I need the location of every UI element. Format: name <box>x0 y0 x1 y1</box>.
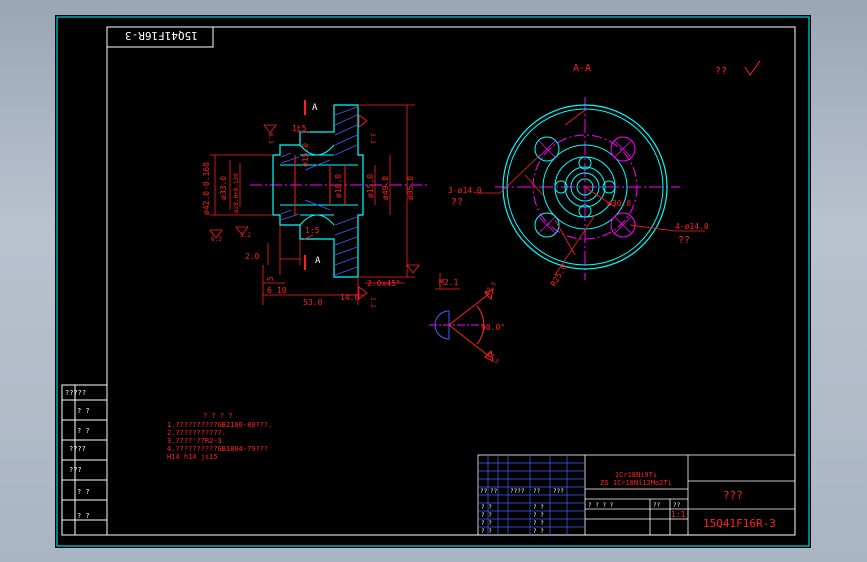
drawing-frame <box>106 26 796 536</box>
rough-12-5-a: 12.5 <box>483 280 498 296</box>
tb-header-1: ?? <box>490 488 498 495</box>
stamp-box: 15Q41F16R-3 <box>106 26 214 48</box>
tb-row-a-1: ? ? <box>481 512 492 519</box>
dim-len-5: 5 <box>266 276 275 281</box>
rough-3-2-a: 3.2 <box>369 133 376 144</box>
tb-row-a-2: ? ? <box>481 520 492 527</box>
dim-d15b: ø15.0 <box>366 174 375 198</box>
dim-angle: 90.0° <box>481 323 505 332</box>
tb-part-name: ??? <box>723 489 743 502</box>
rough-6-3-b: 6.3 <box>211 236 222 243</box>
tb-header-0: ?? <box>480 488 488 495</box>
tb-header-2: ???? <box>510 488 525 495</box>
tb-row-b-2: ? ? <box>533 520 544 527</box>
strip-cell-1: ? ? <box>77 407 90 415</box>
strip-cell-2: ? ? <box>77 427 90 435</box>
hatch-pattern <box>280 106 358 276</box>
strip-cell-6: ? ? <box>77 512 90 520</box>
dim-len-2: 2.0 <box>245 252 260 261</box>
dim-len-10: 10 <box>277 286 287 295</box>
qty-right: ?? <box>678 235 690 246</box>
thread-detail <box>435 273 460 290</box>
strip-cell-0: ????? <box>65 389 86 397</box>
dim-d15a: ø15.0 <box>301 143 310 167</box>
dim-thread: M2.1 <box>439 278 458 287</box>
note-line-3: 3.????'??R2-3 <box>167 437 222 445</box>
note-line-2: 2.???????????. <box>167 429 226 437</box>
roughness-general: ?? <box>715 66 727 77</box>
tb-header-4: ??? <box>553 488 564 495</box>
section-label: A-A <box>573 63 591 74</box>
dim-len-6: 6 <box>267 286 272 295</box>
dim-d18: ø18.0 <box>334 174 343 198</box>
tb-mid-1: ?? <box>653 502 661 509</box>
dimension-texts: A A 1:5 1:5 ø42.0-0.160 ø33.0 ø28.0+0.13… <box>202 103 415 308</box>
drawing-svg: 15Q41F16R-3 ????? ? ? ? ? ???? ??? ? ? ?… <box>56 16 810 547</box>
note-line-1: 1.??????????GB2100-80???. <box>167 421 272 429</box>
section-mark-bottom: A <box>315 256 321 266</box>
dim-radius: R25.0 <box>549 262 569 288</box>
tb-row-b-0: ? ? <box>533 504 544 511</box>
flange-outline <box>272 104 364 278</box>
roughness-symbols <box>209 114 420 300</box>
dim-len-14: 14.0 <box>340 293 359 302</box>
rough-12-5-b: 12.5 <box>485 350 500 366</box>
dim-taper-bottom: 1:5 <box>305 226 320 235</box>
dimension-lines <box>210 100 415 305</box>
angle-detail <box>429 288 494 362</box>
strip-cell-3: ???? <box>69 445 86 453</box>
tb-drawing-no: 15Q41F16R-3 <box>703 517 776 530</box>
tb-material-1: 1Cr18Ni9Ti <box>615 471 657 479</box>
tb-row-a-3: ? ? <box>481 528 492 535</box>
tb-scale: 1:1 <box>671 510 686 519</box>
section-view <box>250 104 430 278</box>
dim-d49: ø49.0 <box>381 176 390 200</box>
tb-row-a-0: ? ? <box>481 504 492 511</box>
dim-d28: ø28.0+0.130 <box>233 173 240 213</box>
tb-header-3: ?? <box>533 488 541 495</box>
dim-d33: ø33.0 <box>219 176 228 200</box>
dim-chamfer: 2.0x45° <box>367 279 401 288</box>
left-strip <box>61 384 108 536</box>
dim-holes-right: 4-ø14.0 <box>675 222 709 231</box>
rough-3-2-b: 3.2 <box>369 297 376 308</box>
qty-left: ?? <box>451 197 463 208</box>
dim-len-53: 53.0 <box>303 298 322 307</box>
stamp-code: 15Q41F16R-3 <box>125 29 198 42</box>
section-mark-top: A <box>312 103 318 113</box>
rough-6-3: 6.3 <box>267 133 274 144</box>
aa-view <box>475 97 705 280</box>
strip-cell-5: ? ? <box>77 488 90 496</box>
tech-notes: ? ? ? ? 1.??????????GB2100-80???. 2.????… <box>167 412 272 461</box>
tb-row-b-3: ? ? <box>533 528 544 535</box>
tb-mid-0: ? ? ? ? <box>588 502 614 509</box>
dim-d85: ø85.0 <box>406 176 415 200</box>
tb-material-2: ZG 1Cr18Ni12Mo2Ti <box>600 479 672 487</box>
drawing-canvas[interactable]: 15Q41F16R-3 ????? ? ? ? ? ???? ??? ? ? ?… <box>55 15 811 548</box>
rough-3-2-c: 3.2 <box>240 232 251 239</box>
note-line-5: H14 h14 js15 <box>167 453 218 461</box>
dim-d42: ø42.0-0.160 <box>202 162 211 215</box>
dim-pcd: ø30.0 <box>607 199 631 208</box>
dim-holes-left: 3-ø14.0 <box>448 186 482 195</box>
note-line-4: 4.??????????GB1804-79??? <box>167 445 268 453</box>
notes-title: ? ? ? ? <box>203 412 233 420</box>
tb-mid-2: ?? <box>673 502 681 509</box>
tb-row-b-1: ? ? <box>533 512 544 519</box>
dim-taper-top: 1:5 <box>292 124 307 133</box>
roughness-check-symbol <box>744 60 761 76</box>
strip-cell-4: ??? <box>69 466 82 474</box>
sheet-border <box>56 16 810 547</box>
